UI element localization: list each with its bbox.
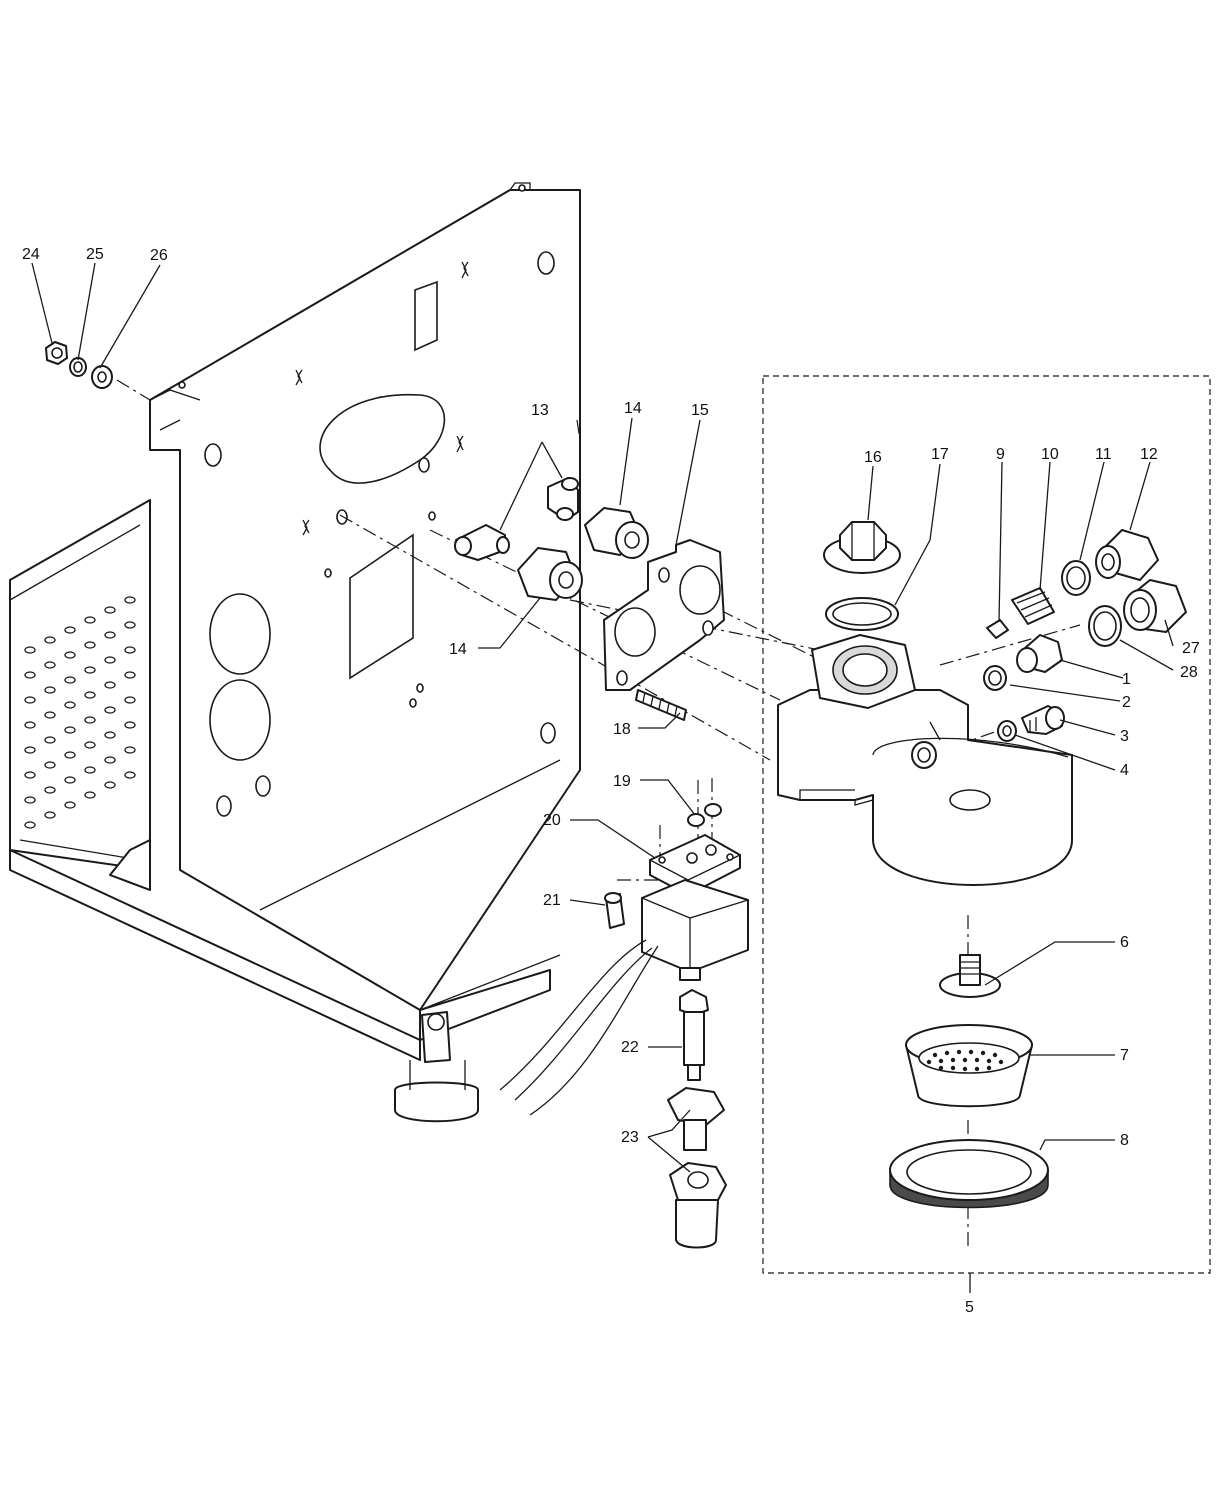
filter-mesh-10 bbox=[1011, 587, 1055, 625]
callout-labels: 24 25 26 13 14 15 14 18 16 17 9 10 11 12… bbox=[22, 246, 1200, 1316]
leader-lines bbox=[31, 262, 1174, 1293]
stud-18 bbox=[635, 689, 687, 721]
callout-7: 7 bbox=[1120, 1047, 1129, 1064]
callout-26: 26 bbox=[150, 247, 168, 264]
washer-2 bbox=[983, 665, 1007, 691]
perforated-grid bbox=[24, 596, 136, 829]
gasket-plate-15 bbox=[603, 539, 725, 691]
callout-13: 13 bbox=[531, 402, 549, 419]
callout-17: 17 bbox=[931, 446, 949, 463]
group-gasket-8 bbox=[889, 1139, 1049, 1209]
fitting-27 bbox=[1123, 579, 1187, 633]
callout-11: 11 bbox=[1095, 446, 1112, 463]
callout-20: 20 bbox=[543, 812, 561, 829]
callout-5: 5 bbox=[965, 1299, 974, 1316]
shower-screen-7 bbox=[905, 1024, 1033, 1108]
callout-4: 4 bbox=[1120, 762, 1129, 779]
banjo-fitting-23 bbox=[667, 1087, 727, 1249]
nozzle-9 bbox=[986, 619, 1009, 639]
elbow-fitting-13-lower bbox=[454, 524, 510, 561]
callout-18: 18 bbox=[613, 721, 631, 738]
o-rings-19 bbox=[687, 803, 722, 827]
callout-6: 6 bbox=[1120, 934, 1129, 951]
callout-12: 12 bbox=[1140, 446, 1158, 463]
callout-21: 21 bbox=[543, 892, 561, 909]
plug-1 bbox=[1016, 634, 1063, 673]
cap-nut-16 bbox=[823, 521, 901, 574]
washer-4 bbox=[997, 720, 1017, 742]
callout-23: 23 bbox=[621, 1129, 639, 1146]
union-fitting-14-upper bbox=[584, 507, 649, 559]
callout-27: 27 bbox=[1182, 640, 1200, 657]
washer-11 bbox=[1061, 560, 1091, 596]
callout-14-upper: 14 bbox=[624, 400, 642, 417]
callout-15: 15 bbox=[691, 402, 709, 419]
group-head-body bbox=[777, 634, 1073, 886]
lock-washer-25 bbox=[69, 357, 87, 377]
fitting-12 bbox=[1095, 529, 1159, 581]
fitting-22 bbox=[679, 989, 709, 1081]
valve-plate-20 bbox=[649, 834, 741, 896]
screw-21 bbox=[604, 892, 625, 929]
machine-frame bbox=[9, 182, 581, 1123]
group-assembly-box bbox=[762, 375, 1211, 1274]
callout-9: 9 bbox=[996, 446, 1005, 463]
screw-3 bbox=[1021, 705, 1065, 735]
o-ring-28 bbox=[1088, 605, 1122, 647]
nut-24 bbox=[45, 341, 68, 365]
callout-1: 1 bbox=[1122, 671, 1131, 688]
o-ring-17 bbox=[825, 597, 899, 631]
callout-22: 22 bbox=[621, 1039, 639, 1056]
callout-28: 28 bbox=[1180, 664, 1198, 681]
callout-25: 25 bbox=[86, 246, 104, 263]
callout-24: 24 bbox=[22, 246, 40, 263]
union-fitting-14-lower bbox=[517, 547, 583, 601]
elbow-fitting-13-upper bbox=[547, 477, 579, 521]
callout-2: 2 bbox=[1122, 694, 1131, 711]
solenoid-coil-body bbox=[641, 879, 749, 981]
callout-14-lower: 14 bbox=[449, 641, 467, 658]
callout-16: 16 bbox=[864, 449, 882, 466]
washer-26 bbox=[91, 365, 113, 389]
cables bbox=[499, 939, 659, 1116]
callout-19: 19 bbox=[613, 773, 631, 790]
callout-3: 3 bbox=[1120, 728, 1129, 745]
callout-8: 8 bbox=[1120, 1132, 1129, 1149]
diffuser-screw-6 bbox=[939, 954, 1001, 998]
callout-10: 10 bbox=[1041, 446, 1059, 463]
